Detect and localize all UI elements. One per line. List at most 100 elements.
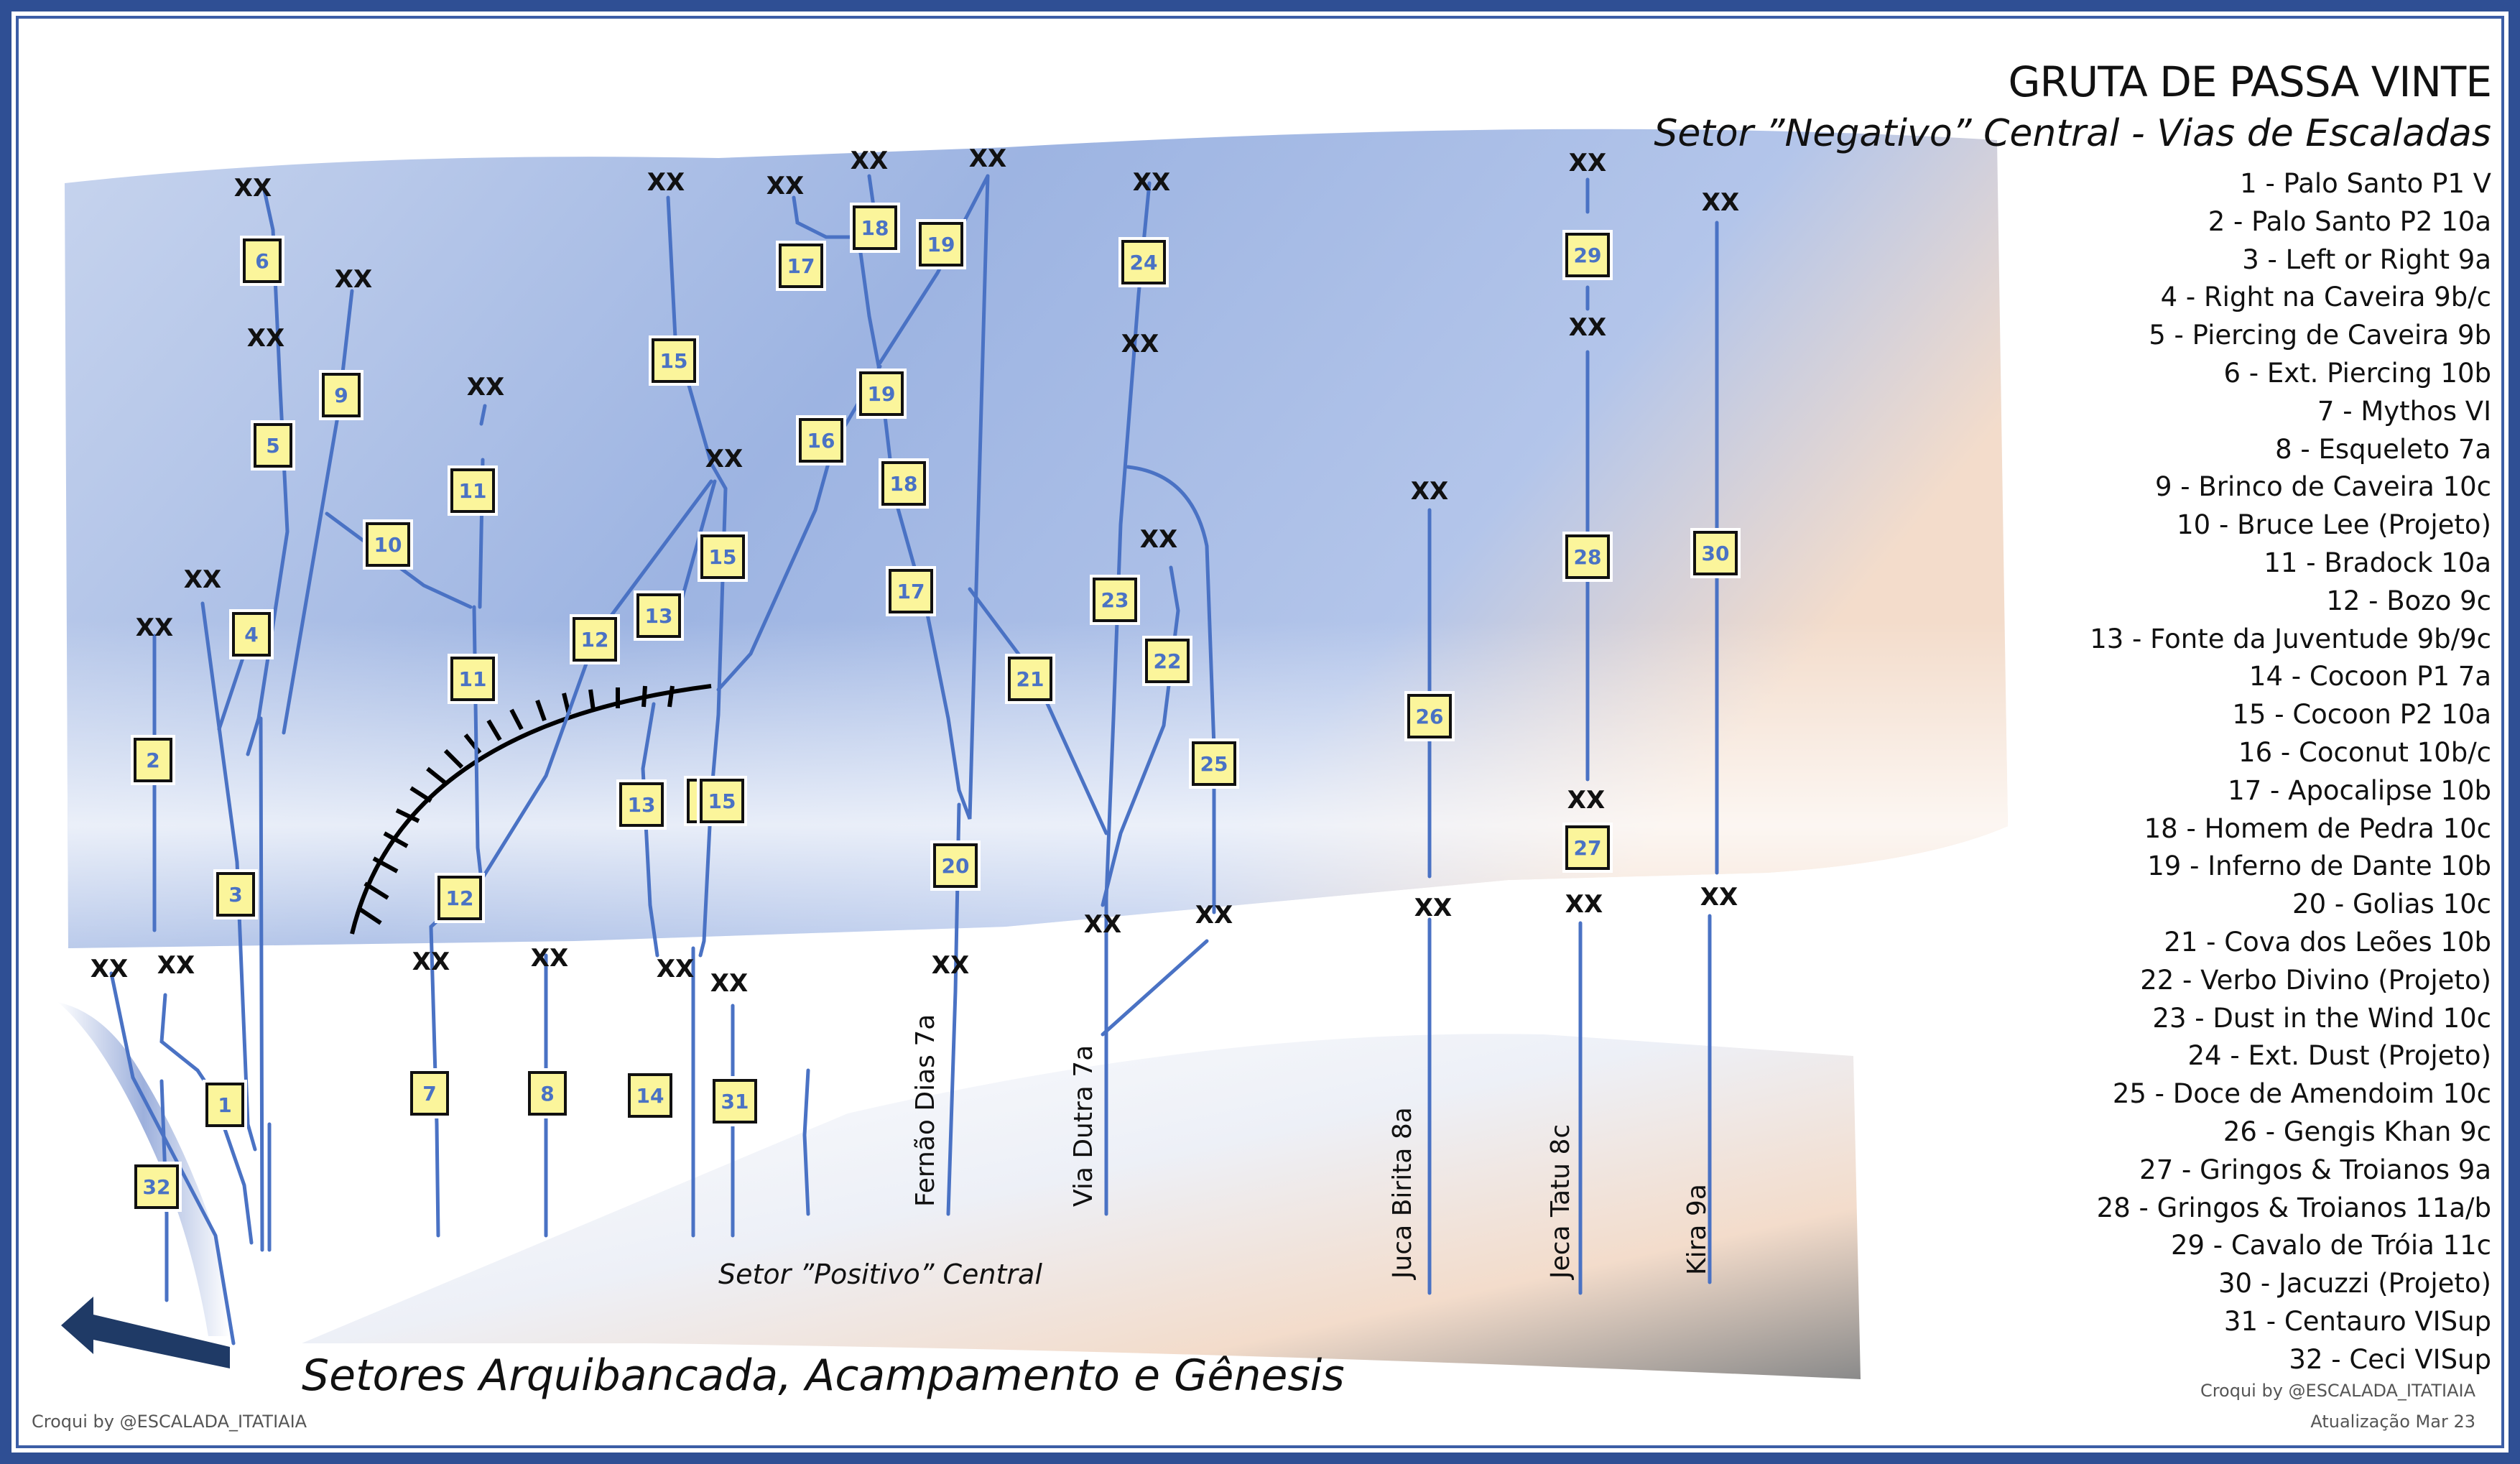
anchor-xx: XX [467,373,504,402]
route-marker-box [322,373,361,417]
credit-right: Croqui by @ESCALADA_ITATIAIA [2200,1381,2475,1401]
route-marker-number: 13 [628,793,656,817]
route-marker-number: 21 [1016,667,1044,691]
legend-item: 18 - Homem de Pedra 10c [2144,812,2491,844]
stream-channel [57,1002,230,1336]
route-marker-box [134,738,172,782]
route-marker-box [1093,578,1137,622]
legend-item: 24 - Ext. Dust (Projeto) [2187,1040,2491,1072]
route-marker-box [205,1083,244,1127]
legend-item: 21 - Cova dos Leões 10b [2164,926,2491,958]
legend-item: 15 - Cocoon P2 10a [2232,699,2491,731]
route-label-juca-birita: Juca Birita 8a [1388,1107,1417,1279]
route-marker-box [1565,825,1610,870]
route-marker-box [1565,534,1610,579]
anchor-xx: XX [234,174,272,203]
route-marker-box [1565,233,1610,277]
route-marker-number: 11 [459,667,487,691]
route-marker-box [254,423,292,468]
anchor-xx: XX [1565,890,1603,919]
legend-item: 13 - Fonte da Juventude 9b/9c [2090,623,2491,654]
anchor-xx: XX [1569,149,1606,177]
route-marker-box [216,872,255,917]
anchor-xx: XX [1084,910,1121,939]
legend-item: 2 - Palo Santo P2 10a [2208,205,2491,237]
route-marker-number: 8 [540,1082,554,1106]
route-marker-box [799,418,843,463]
anchor-xx: XX [412,948,450,976]
route-marker-box [573,617,617,662]
anchor-xx: XX [1702,188,1739,217]
route-marker-box [1145,639,1190,683]
route-marker-box [619,782,664,827]
page-inner-border [11,11,2509,1453]
route-marker-number: 20 [942,854,970,878]
route-marker-number: 32 [143,1175,171,1199]
anchor-xx: XX [1567,786,1605,815]
legend-item: 11 - Bradock 10a [2264,547,2491,578]
anchor-xx: XX [1411,477,1448,506]
route-marker-box [366,522,410,567]
legend-item: 19 - Inferno de Dante 10b [2147,851,2491,882]
sector-positivo-label: Setor ”Positivo” Central [718,1259,1042,1290]
route-marker-box [713,1079,757,1124]
route-marker-number: 9 [334,384,348,407]
legend-item: 10 - Bruce Lee (Projeto) [2177,509,2491,541]
anchor-markers: XX XX XX XX XX XX XX XX XX XX XX XX XX X… [91,144,1739,998]
legend-item: 32 - Ceci VISup [2289,1343,2491,1375]
route-marker-box [636,593,681,638]
route-marker-number: 18 [890,472,918,496]
route-marker-number: 14 [636,1084,664,1108]
route-marker-number: 17 [897,580,925,603]
route-marker-number: 1 [218,1093,231,1117]
negative-sector-wall-fade [65,129,2008,948]
anchor-xx: XX [705,445,743,473]
route-marker-number: 17 [787,254,815,278]
anchor-xx: XX [184,565,221,594]
anchor-xx: XX [1140,525,1177,554]
route-marker-number: 15 [660,349,688,373]
route-marker-box [889,569,933,613]
route-marker-box [919,222,963,267]
route-legend: 1 - Palo Santo P1 V 2 - Palo Santo P2 10… [2090,165,2491,1379]
route-marker-number: 16 [807,429,835,453]
legend-item: 26 - Gengis Khan 9c [2223,1116,2491,1147]
arrow-to-other-sectors [61,1297,230,1368]
legend-item: 16 - Coconut 10b/c [2238,736,2491,768]
route-markers: 1234567814910111112121313151515151617171… [131,203,1741,1212]
route-marker-box [243,238,282,283]
route-marker-number: 26 [1416,705,1444,728]
route-marker-number: 25 [1200,752,1228,776]
route-marker-number: 10 [374,533,402,557]
credit-left: Croqui by @ESCALADA_ITATIAIA [32,1412,307,1432]
route-marker-box [1693,531,1738,575]
route-marker-number: 24 [1130,251,1158,274]
route-marker-number: 31 [721,1090,749,1113]
legend-item: 23 - Dust in the Wind 10c [2152,1002,2491,1034]
legend-item: 20 - Golias 10c [2292,889,2491,920]
route-label-jeca-tatu: Jeca Tatu 8c [1546,1124,1575,1279]
legend-item: 29 - Cavalo de Tróia 11c [2170,1230,2491,1261]
legend-item: 31 - Centauro VISup [2223,1305,2491,1337]
route-marker-box [437,876,482,920]
route-marker-number: 19 [927,233,955,256]
legend-item: 7 - Mythos VI [2317,395,2491,427]
anchor-xx: XX [1195,901,1233,930]
route-marker-number: 28 [1574,545,1602,569]
legend-item: 12 - Bozo 9c [2326,585,2491,616]
legend-item: 3 - Left or Right 9a [2242,244,2491,275]
route-marker-number: 6 [255,249,269,273]
legend-item: 14 - Cocoon P1 7a [2248,661,2491,692]
anchor-xx: XX [1569,313,1606,342]
route-marker-box [450,657,495,701]
route-marker-box [232,612,271,657]
anchor-xx: XX [335,265,372,294]
route-marker-box [700,779,744,823]
page-title: GRUTA DE PASSA VINTE [2008,57,2492,106]
legend-item: 25 - Doce de Amendoim 10c [2112,1078,2491,1110]
route-marker-number: 22 [1154,649,1182,673]
route-marker-number: 12 [446,886,474,910]
route-marker-number: 5 [266,434,279,458]
route-marker-box [410,1071,449,1116]
